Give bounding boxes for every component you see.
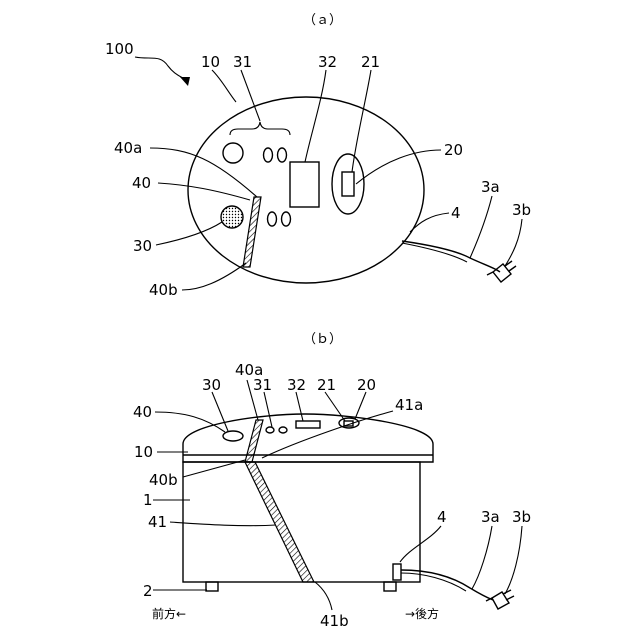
top-view-body	[188, 97, 424, 283]
label-40: 40	[133, 403, 152, 421]
partition-bar	[243, 197, 261, 267]
indicator-lamp	[264, 148, 273, 162]
indicator-bracket	[230, 122, 290, 135]
indicator-lamp	[278, 148, 287, 162]
indicator-lamp	[282, 212, 291, 226]
leader-30	[156, 222, 222, 245]
leader-3b	[505, 526, 522, 594]
figure-a: （ａ）	[105, 13, 531, 299]
display-rect	[290, 162, 319, 207]
label-10: 10	[134, 443, 153, 461]
label-30: 30	[202, 376, 221, 394]
leader-40	[155, 412, 225, 432]
indicator-circle	[223, 143, 243, 163]
leader-3b	[505, 219, 522, 266]
leader-41b	[315, 582, 332, 610]
label-3a: 3a	[481, 508, 500, 526]
label-10: 10	[201, 53, 220, 71]
leader-3a	[470, 196, 492, 258]
power-switch	[342, 172, 354, 196]
leader-100	[135, 57, 186, 80]
indicator-lamp	[266, 427, 274, 433]
plug-icon	[487, 261, 516, 282]
label-2: 2	[143, 582, 153, 600]
label-40a: 40a	[114, 139, 142, 157]
label-21: 21	[317, 376, 336, 394]
label-21: 21	[361, 53, 380, 71]
divider-bar	[245, 462, 314, 582]
caption-a: （ａ）	[303, 13, 342, 28]
label-31: 31	[233, 53, 252, 71]
leader-41a	[262, 411, 393, 458]
leader-10	[212, 70, 236, 102]
label-3a: 3a	[481, 178, 500, 196]
label-40b: 40b	[149, 281, 178, 299]
label-1: 1	[143, 491, 153, 509]
label-31: 31	[253, 376, 272, 394]
plug-icon	[486, 590, 514, 609]
leader-100-arrowhead	[180, 77, 190, 86]
leader-20	[355, 392, 366, 419]
partition-bar	[245, 420, 263, 462]
leader-21	[352, 70, 371, 172]
leader-32	[305, 70, 326, 162]
indicator-lamp	[268, 212, 277, 226]
cord-exit	[393, 564, 401, 580]
label-32: 32	[318, 53, 337, 71]
leg-rear	[384, 582, 396, 591]
label-front: 前方←	[152, 606, 186, 621]
indicator-lamp	[279, 427, 287, 433]
leader-20	[356, 150, 441, 184]
label-rear: →後方	[405, 606, 439, 621]
label-20: 20	[444, 141, 463, 159]
label-41b: 41b	[320, 612, 349, 630]
label-40: 40	[132, 174, 151, 192]
label-40b: 40b	[149, 471, 178, 489]
switch-area	[332, 154, 364, 214]
leader-40b	[182, 263, 246, 290]
leader-31	[264, 392, 272, 427]
label-30: 30	[133, 237, 152, 255]
label-20: 20	[357, 376, 376, 394]
label-4: 4	[437, 508, 447, 526]
leader-40	[158, 183, 250, 200]
label-32: 32	[287, 376, 306, 394]
leader-41	[170, 522, 276, 526]
label-41: 41	[148, 513, 167, 531]
leader-32	[296, 392, 303, 421]
display-top	[296, 421, 320, 428]
label-100: 100	[105, 40, 134, 58]
label-4: 4	[451, 204, 461, 222]
label-3b: 3b	[512, 201, 531, 219]
label-41a: 41a	[395, 396, 423, 414]
sensor-circle	[221, 206, 243, 228]
leader-21	[325, 392, 345, 421]
figure-b: （ｂ）	[133, 332, 531, 630]
sensor-top	[223, 431, 243, 441]
leader-31	[241, 70, 260, 121]
caption-b: （ｂ）	[303, 332, 342, 347]
leader-3a	[472, 526, 492, 589]
leg-front	[206, 582, 218, 591]
label-3b: 3b	[512, 508, 531, 526]
leader-40a	[150, 148, 257, 197]
